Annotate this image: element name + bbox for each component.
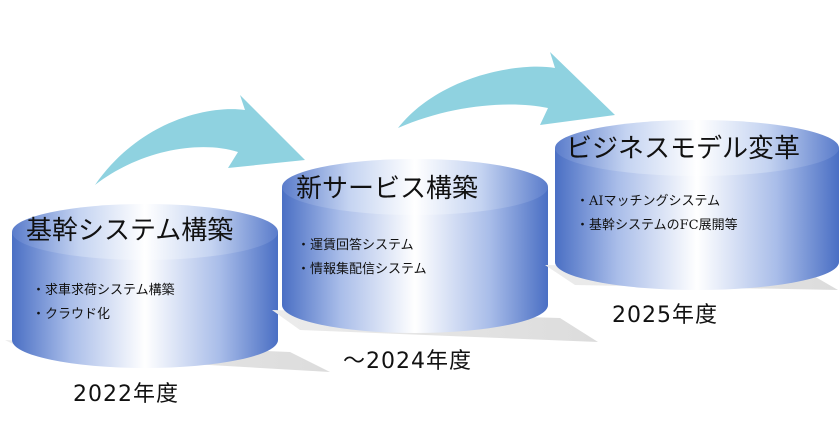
arrow-1 <box>95 95 305 185</box>
stage-2-period: ～2024年度 <box>343 349 472 374</box>
stage-1-period: 2022年度 <box>73 382 179 407</box>
stage-2-item-2: 情報集配信システム <box>297 258 427 282</box>
stage-3-item-2: 基幹システムのFC展開等 <box>576 214 738 238</box>
stage-1-item-2: クラウド化 <box>32 303 110 327</box>
stage-3-period: 2025年度 <box>612 303 718 328</box>
stage-3-title: ビジネスモデル変革 <box>566 134 801 164</box>
stage-1-title: 基幹システム構築 <box>26 216 234 246</box>
stage-1-item-1: 求車求荷システム構築 <box>32 279 175 303</box>
arrow-2 <box>398 52 615 128</box>
stage-2-title: 新サービス構築 <box>296 174 479 204</box>
stage-3-item-1: AIマッチングシステム <box>576 190 720 214</box>
stage-2-item-1: 運賃回答システム <box>297 234 414 258</box>
